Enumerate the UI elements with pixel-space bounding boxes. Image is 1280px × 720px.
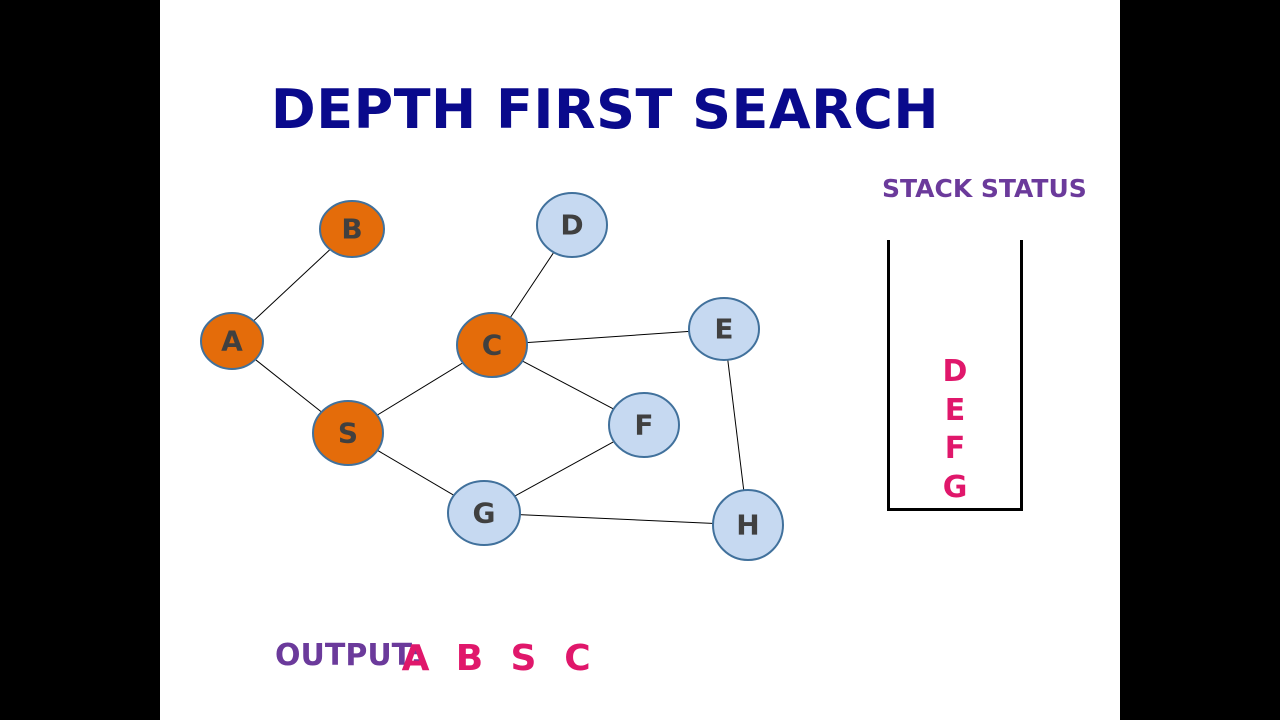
node-f: F xyxy=(608,392,680,458)
edge-c-e xyxy=(491,328,725,346)
graph-nodes: A B S C D E F G H xyxy=(200,192,784,561)
node-d: D xyxy=(536,192,608,258)
output-item: B xyxy=(455,638,484,679)
node-c: C xyxy=(456,312,528,378)
node-circle xyxy=(456,312,528,378)
node-circle xyxy=(688,297,760,361)
node-circle xyxy=(712,489,784,561)
stack-item: G xyxy=(942,469,968,505)
node-label: B xyxy=(341,213,362,246)
stack-item: D xyxy=(942,354,968,389)
node-label: S xyxy=(338,417,358,450)
node-circle xyxy=(200,312,264,370)
node-g: G xyxy=(447,480,521,546)
graph-diagram: A B S C D E F G H xyxy=(200,192,784,561)
stack-status-title: STACK STATUS xyxy=(882,174,1087,203)
output-label: OUTPUT: xyxy=(275,638,423,673)
stack-item: E xyxy=(944,392,966,428)
stack-container xyxy=(887,240,1023,511)
node-label: E xyxy=(714,313,733,346)
node-b: B xyxy=(319,200,385,258)
stack-items: D E F G xyxy=(887,353,1023,507)
node-circle xyxy=(608,392,680,458)
node-s: S xyxy=(312,400,384,466)
output-item: C xyxy=(564,638,591,679)
page-title: DEPTH FIRST SEARCH xyxy=(270,78,940,141)
output-item: A xyxy=(401,638,430,679)
node-label: C xyxy=(482,329,503,362)
node-label: H xyxy=(736,509,759,542)
node-circle xyxy=(312,400,384,466)
edge-g-h xyxy=(483,512,749,526)
node-e: E xyxy=(688,297,760,361)
node-h: H xyxy=(712,489,784,561)
output-items: A B S C xyxy=(400,638,593,679)
node-circle xyxy=(536,192,608,258)
node-a: A xyxy=(200,312,264,370)
node-label: D xyxy=(560,209,583,242)
output-item: S xyxy=(510,638,537,679)
node-label: G xyxy=(473,497,496,530)
node-label: F xyxy=(634,409,653,442)
stack-item: F xyxy=(944,431,966,466)
node-circle xyxy=(319,200,385,258)
node-circle xyxy=(447,480,521,546)
node-label: A xyxy=(221,325,243,358)
